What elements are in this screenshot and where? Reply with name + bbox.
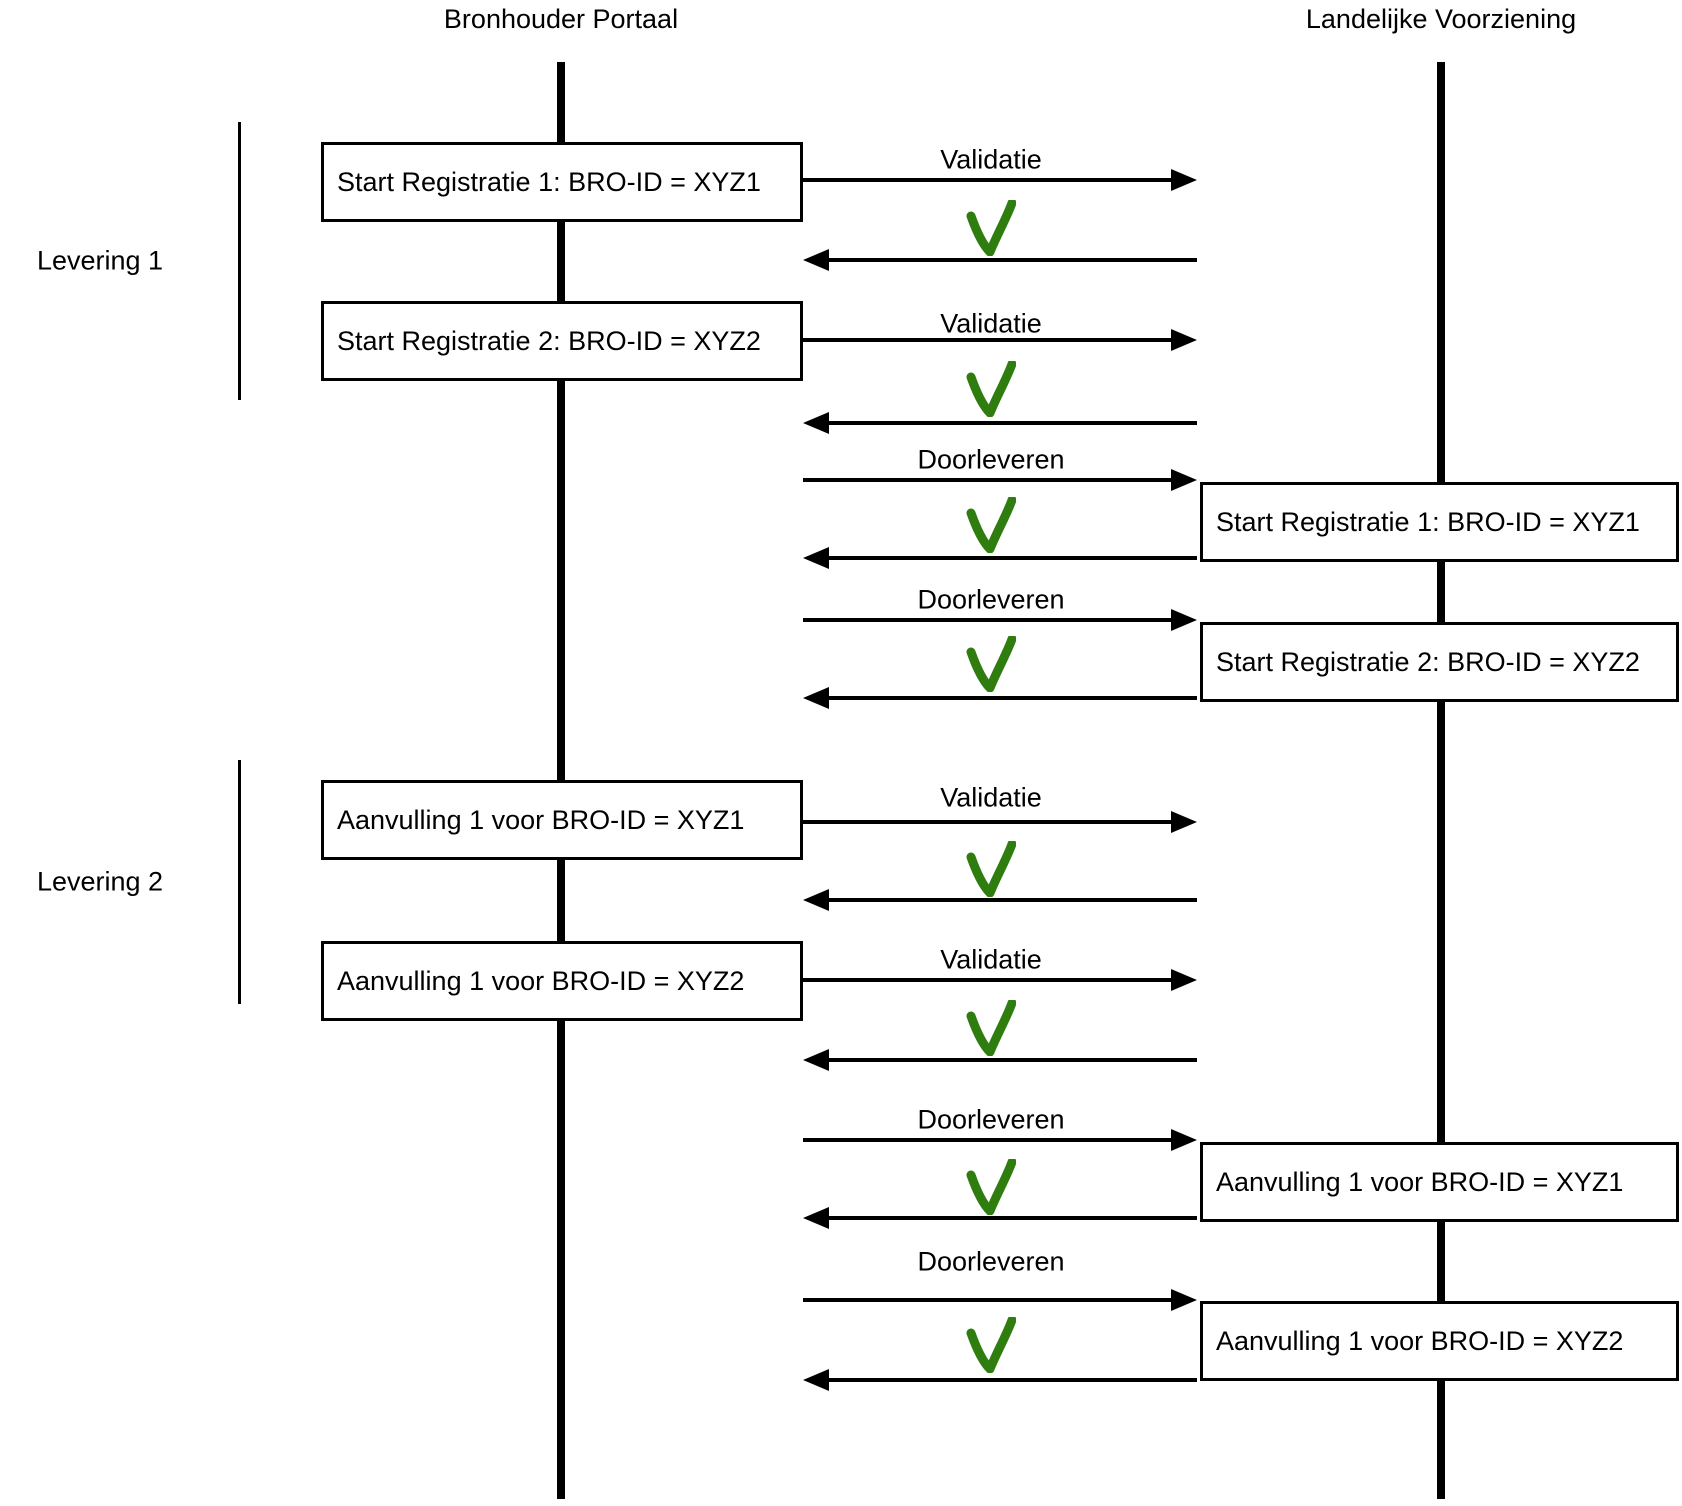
lifeline-right bbox=[1437, 62, 1445, 1499]
message-label: Validatie bbox=[940, 782, 1042, 813]
response-arrow-line bbox=[825, 258, 1197, 262]
message-box-right: Start Registratie 1: BRO-ID = XYZ1 bbox=[1200, 482, 1679, 562]
request-arrowhead-icon bbox=[1171, 1289, 1197, 1311]
message-box-right: Start Registratie 2: BRO-ID = XYZ2 bbox=[1200, 622, 1679, 702]
message-label: Doorleveren bbox=[917, 1104, 1065, 1135]
request-arrow-line bbox=[803, 1298, 1175, 1302]
success-check-icon bbox=[966, 495, 1017, 554]
response-arrowhead-icon bbox=[803, 1049, 829, 1071]
response-arrow-line bbox=[825, 556, 1197, 560]
success-check-icon bbox=[966, 1315, 1017, 1374]
message-label: Doorleveren bbox=[917, 444, 1065, 475]
request-arrowhead-icon bbox=[1171, 469, 1197, 491]
response-arrow-line bbox=[825, 1216, 1197, 1220]
response-arrowhead-icon bbox=[803, 1369, 829, 1391]
request-arrow-line bbox=[803, 1138, 1175, 1142]
response-arrow-line bbox=[825, 696, 1197, 700]
request-arrow-line bbox=[803, 978, 1175, 982]
response-arrow-line bbox=[825, 1378, 1197, 1382]
success-check-icon bbox=[966, 359, 1017, 418]
response-arrow-line bbox=[825, 421, 1197, 425]
success-check-icon bbox=[966, 198, 1017, 257]
request-arrowhead-icon bbox=[1171, 609, 1197, 631]
group-bracket bbox=[238, 122, 241, 400]
response-arrowhead-icon bbox=[803, 249, 829, 271]
response-arrowhead-icon bbox=[803, 412, 829, 434]
message-box-left: Aanvulling 1 voor BRO-ID = XYZ2 bbox=[321, 941, 803, 1021]
group-label: Levering 2 bbox=[36, 866, 164, 897]
success-check-icon bbox=[966, 998, 1017, 1057]
request-arrow-line bbox=[803, 618, 1175, 622]
message-label: Validatie bbox=[940, 944, 1042, 975]
message-box-right: Aanvulling 1 voor BRO-ID = XYZ1 bbox=[1200, 1142, 1679, 1222]
success-check-icon bbox=[966, 634, 1017, 693]
request-arrowhead-icon bbox=[1171, 969, 1197, 991]
response-arrowhead-icon bbox=[803, 1207, 829, 1229]
response-arrowhead-icon bbox=[803, 889, 829, 911]
message-box-left: Start Registratie 2: BRO-ID = XYZ2 bbox=[321, 301, 803, 381]
response-arrow-line bbox=[825, 1058, 1197, 1062]
request-arrowhead-icon bbox=[1171, 1129, 1197, 1151]
message-label: Doorleveren bbox=[917, 584, 1065, 615]
message-label: Doorleveren bbox=[917, 1246, 1065, 1277]
message-box-left: Start Registratie 1: BRO-ID = XYZ1 bbox=[321, 142, 803, 222]
request-arrowhead-icon bbox=[1171, 169, 1197, 191]
group-label: Levering 1 bbox=[36, 245, 164, 276]
actor-title-bronhouder-portaal: Bronhouder Portaal bbox=[443, 4, 679, 34]
group-bracket bbox=[238, 760, 241, 1004]
response-arrowhead-icon bbox=[803, 687, 829, 709]
actor-title-landelijke-voorziening: Landelijke Voorziening bbox=[1305, 4, 1577, 34]
response-arrowhead-icon bbox=[803, 547, 829, 569]
request-arrow-line bbox=[803, 338, 1175, 342]
request-arrow-line bbox=[803, 820, 1175, 824]
message-label: Validatie bbox=[940, 144, 1042, 175]
message-label: Validatie bbox=[940, 308, 1042, 339]
request-arrowhead-icon bbox=[1171, 811, 1197, 833]
request-arrow-line bbox=[803, 178, 1175, 182]
message-box-left: Aanvulling 1 voor BRO-ID = XYZ1 bbox=[321, 780, 803, 860]
response-arrow-line bbox=[825, 898, 1197, 902]
request-arrow-line bbox=[803, 478, 1175, 482]
message-box-right: Aanvulling 1 voor BRO-ID = XYZ2 bbox=[1200, 1301, 1679, 1381]
success-check-icon bbox=[966, 1157, 1017, 1216]
request-arrowhead-icon bbox=[1171, 329, 1197, 351]
success-check-icon bbox=[966, 839, 1017, 898]
